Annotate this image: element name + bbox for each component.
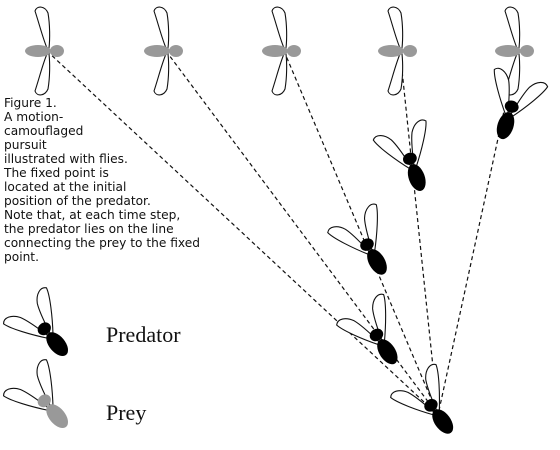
sight-line-3 [284, 51, 438, 415]
predator-fly-icon [389, 363, 473, 450]
legend-icons [2, 286, 88, 445]
predator-fly-icon [372, 119, 447, 201]
prey-fly-icon [262, 7, 301, 95]
predator-path [327, 67, 549, 449]
legend-prey-label: Prey [106, 400, 146, 426]
prey-row [25, 7, 534, 95]
predator-fly-icon [327, 203, 409, 289]
prey-fly-icon [25, 7, 64, 95]
predator-fly-icon [335, 292, 418, 378]
figure-caption: Figure 1.A motion-camouflaged pursuit il… [4, 96, 212, 264]
legend-prey-icon [2, 358, 88, 445]
prey-fly-icon [144, 7, 183, 95]
prey-fly-icon [378, 7, 417, 95]
legend-predator-label: Predator [106, 322, 181, 348]
sight-line-4 [400, 51, 438, 415]
